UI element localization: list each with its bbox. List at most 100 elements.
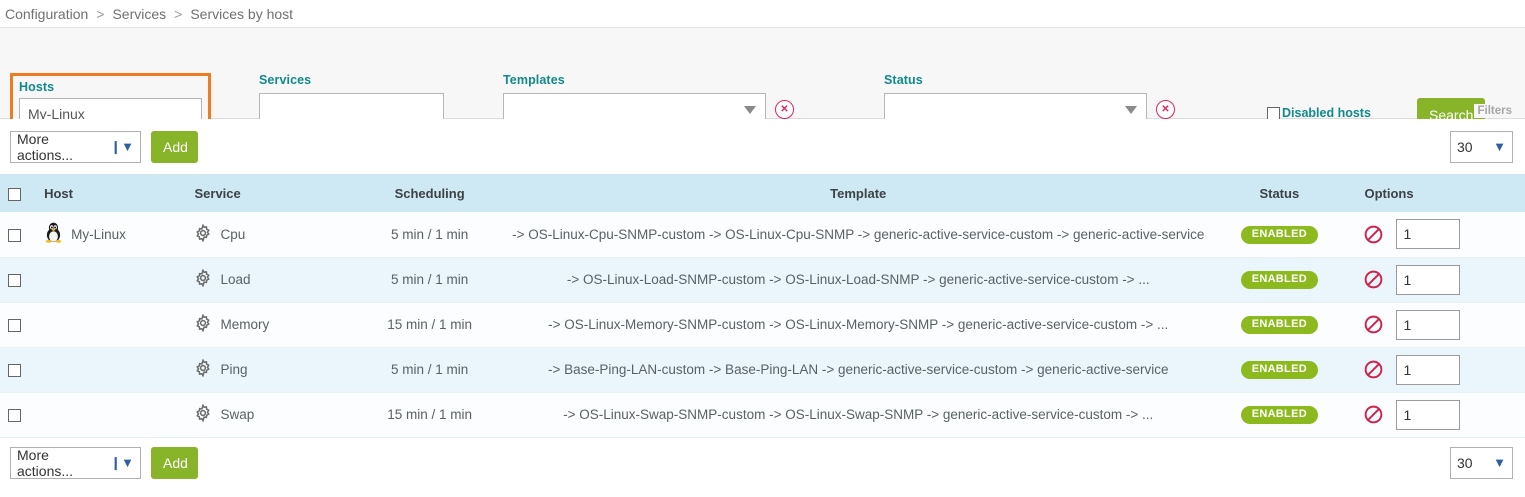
service-cell: Ping: [186, 347, 367, 393]
breadcrumb: Configuration > Services > Services by h…: [0, 0, 1525, 28]
disable-icon[interactable]: [1364, 270, 1383, 289]
status-cell: ENABLED: [1224, 257, 1335, 303]
service-name[interactable]: Ping: [220, 362, 248, 377]
host-cell: My-Linux: [36, 212, 187, 258]
chevron-down-icon: [1125, 105, 1137, 114]
table-row: Ping 5 min / 1 min -> Base-Ping-LAN-cust…: [0, 347, 1525, 393]
host-cell: [36, 392, 187, 438]
column-header-scheduling[interactable]: Scheduling: [366, 174, 493, 212]
add-button-top[interactable]: Add: [151, 130, 198, 163]
quantity-input[interactable]: [1396, 399, 1461, 430]
filter-panel: Hosts Services Templates ✕ Status ✕ Disa…: [0, 28, 1525, 137]
quantity-input[interactable]: [1396, 309, 1461, 340]
breadcrumb-item-services[interactable]: Services: [112, 5, 167, 22]
row-checkbox[interactable]: [8, 363, 21, 377]
options-cell: [1334, 347, 1525, 393]
select-all-checkbox[interactable]: [8, 187, 21, 201]
disable-icon[interactable]: [1364, 360, 1383, 379]
options-cell: [1334, 212, 1525, 258]
status-badge: ENABLED: [1240, 406, 1318, 424]
row-checkbox[interactable]: [8, 318, 21, 332]
gear-icon: [194, 358, 212, 380]
service-cell: Cpu: [186, 212, 367, 258]
breadcrumb-item-services-by-host[interactable]: Services by host: [190, 5, 294, 22]
quantity-input[interactable]: [1396, 264, 1461, 295]
tux-icon: [44, 222, 63, 246]
service-name[interactable]: Swap: [220, 407, 255, 422]
template-cell: -> OS-Linux-Memory-SNMP-custom -> OS-Lin…: [492, 302, 1225, 348]
templates-clear-icon[interactable]: ✕: [775, 100, 794, 119]
table-row: Load 5 min / 1 min -> OS-Linux-Load-SNMP…: [0, 257, 1525, 303]
status-badge: ENABLED: [1240, 361, 1318, 379]
status-clear-icon[interactable]: ✕: [1156, 100, 1175, 119]
status-badge: ENABLED: [1240, 271, 1318, 289]
column-header-status[interactable]: Status: [1224, 174, 1335, 212]
more-actions-select-top[interactable]: More actions... ❙▼: [10, 130, 141, 163]
service-cell: Swap: [186, 392, 367, 438]
options-cell: [1334, 302, 1525, 348]
row-select-cell: [0, 392, 37, 438]
row-checkbox[interactable]: [8, 408, 21, 422]
more-actions-label-top: More actions...: [17, 130, 74, 163]
host-cell: [36, 302, 187, 348]
quantity-input[interactable]: [1396, 354, 1461, 385]
chevron-down-icon: ❙▼: [110, 139, 134, 154]
scheduling-cell: 15 min / 1 min: [366, 302, 493, 348]
hosts-label: Hosts: [19, 80, 55, 94]
breadcrumb-separator: >: [174, 5, 183, 22]
host-cell: [36, 347, 187, 393]
table-row: Memory 15 min / 1 min -> OS-Linux-Memory…: [0, 302, 1525, 348]
disable-icon[interactable]: [1364, 405, 1383, 424]
breadcrumb-item-configuration[interactable]: Configuration: [5, 5, 89, 22]
disabled-hosts-group: Disabled hosts: [1267, 106, 1371, 120]
row-checkbox[interactable]: [8, 273, 21, 287]
action-bar-bottom: More actions... ❙▼ Add 30 ▼: [0, 437, 1525, 488]
service-name[interactable]: Memory: [220, 317, 270, 332]
column-header-template[interactable]: Template: [492, 174, 1225, 212]
disabled-hosts-checkbox[interactable]: [1267, 106, 1280, 120]
template-cell: -> OS-Linux-Swap-SNMP-custom -> OS-Linux…: [492, 392, 1225, 438]
services-table: Host Service Scheduling Template Status …: [0, 174, 1525, 438]
page-size-value-top: 30: [1457, 138, 1473, 155]
select-all-header: [0, 174, 37, 212]
templates-label: Templates: [503, 73, 565, 87]
disable-icon[interactable]: [1364, 315, 1383, 334]
page-size-select-top[interactable]: 30 ▼: [1450, 130, 1513, 163]
action-bar-top: More actions... ❙▼ Add 30 ▼: [0, 119, 1525, 174]
template-cell: -> OS-Linux-Load-SNMP-custom -> OS-Linux…: [492, 257, 1225, 303]
disable-icon[interactable]: [1364, 225, 1383, 244]
service-name[interactable]: Cpu: [220, 226, 246, 242]
page-size-select-bottom[interactable]: 30 ▼: [1450, 446, 1513, 479]
row-checkbox[interactable]: [8, 228, 21, 242]
host-cell: [36, 257, 187, 303]
chevron-down-icon: ▼: [1493, 455, 1506, 470]
status-cell: ENABLED: [1224, 347, 1335, 393]
table-row: My-Linux Cpu 5 min / 1 min -> OS-Linux-C…: [0, 212, 1525, 258]
disabled-hosts-label: Disabled hosts: [1282, 106, 1371, 120]
more-actions-label-bottom: More actions...: [17, 446, 74, 479]
column-header-service[interactable]: Service: [186, 174, 367, 212]
page-size-value-bottom: 30: [1457, 454, 1473, 471]
options-cell: [1334, 392, 1525, 438]
table-row: Swap 15 min / 1 min -> OS-Linux-Swap-SNM…: [0, 392, 1525, 438]
scheduling-cell: 5 min / 1 min: [366, 257, 493, 303]
status-cell: ENABLED: [1224, 212, 1335, 258]
status-cell: ENABLED: [1224, 392, 1335, 438]
scheduling-cell: 5 min / 1 min: [366, 212, 493, 258]
chevron-down-icon: ❙▼: [110, 455, 134, 470]
column-header-host[interactable]: Host: [36, 174, 187, 212]
column-header-options: Options: [1334, 174, 1525, 212]
more-actions-select-bottom[interactable]: More actions... ❙▼: [10, 446, 141, 479]
scheduling-cell: 15 min / 1 min: [366, 392, 493, 438]
gear-icon: [194, 313, 212, 335]
host-name[interactable]: My-Linux: [71, 226, 126, 242]
service-name[interactable]: Load: [220, 272, 251, 287]
chevron-down-icon: ▼: [1493, 139, 1506, 154]
add-button-bottom[interactable]: Add: [151, 446, 198, 479]
service-cell: Memory: [186, 302, 367, 348]
quantity-input[interactable]: [1396, 219, 1461, 250]
row-select-cell: [0, 257, 37, 303]
status-label: Status: [884, 73, 923, 87]
gear-icon: [194, 403, 212, 425]
row-select-cell: [0, 302, 37, 348]
